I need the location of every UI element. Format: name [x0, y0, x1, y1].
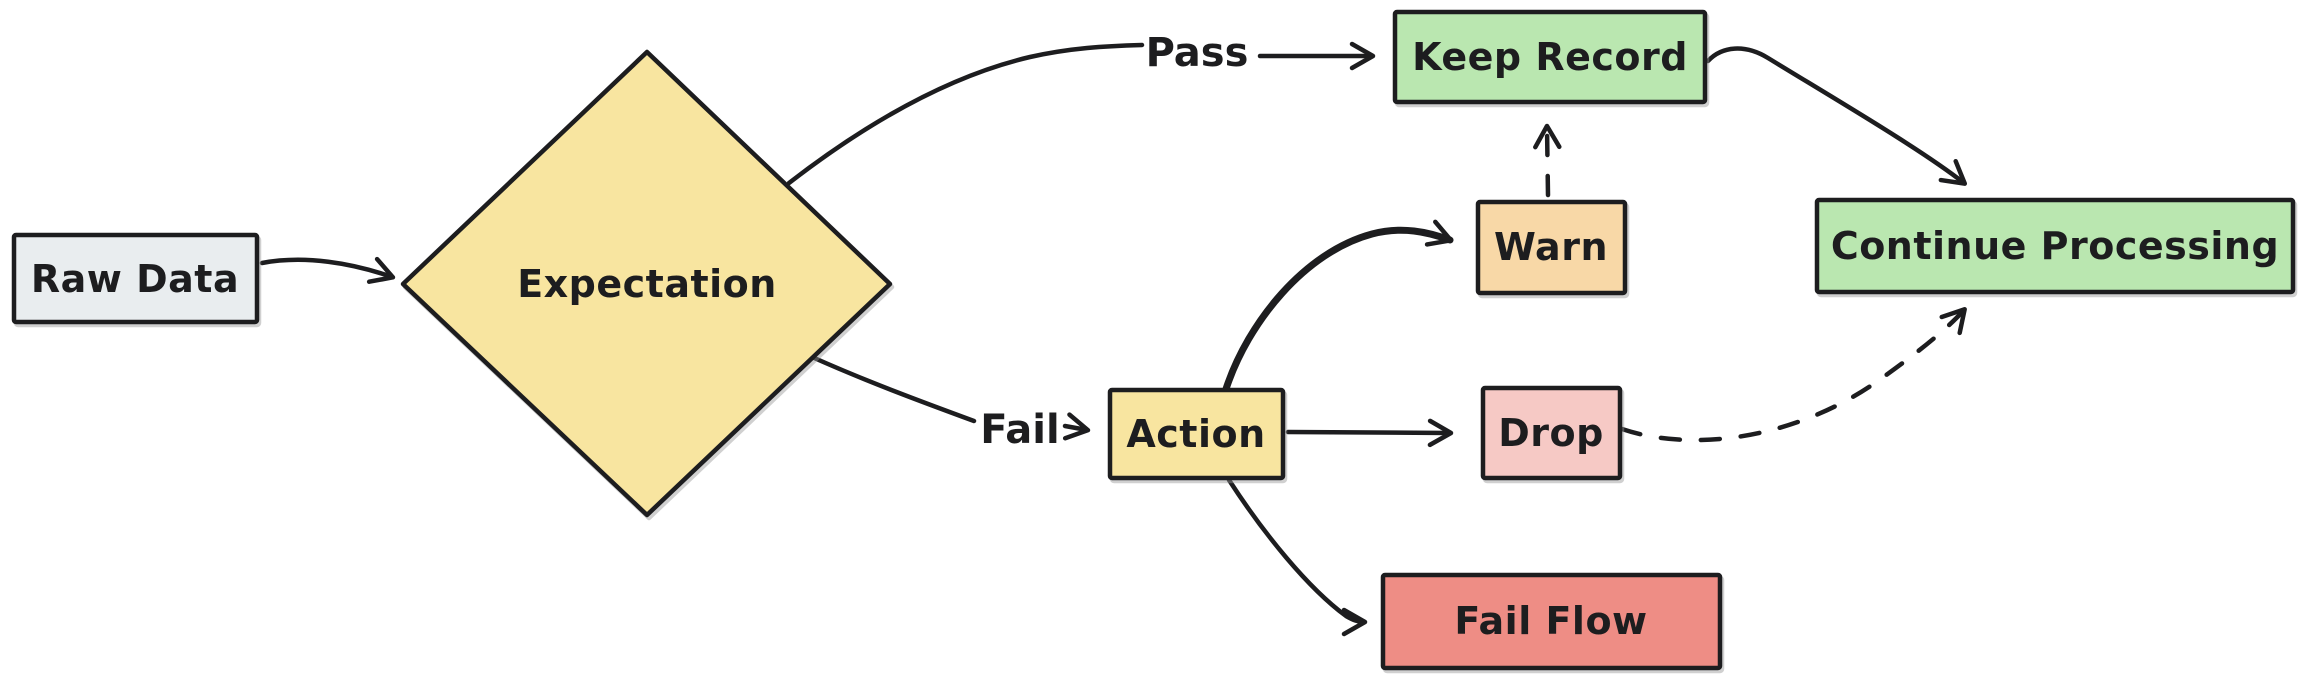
node-raw-data: Raw Data — [11, 232, 260, 325]
edge-expectation-to-keep-record-segment — [786, 42, 1145, 186]
node-continue-processing-label: Continue Processing — [1831, 224, 2279, 268]
edges-layer: Pass Fail — [259, 30, 1968, 637]
node-fail-flow: Fail Flow — [1380, 572, 1723, 671]
node-raw-data-label: Raw Data — [31, 257, 239, 301]
nodes-layer: Raw Data Expectation Keep Record Warn Ac… — [11, 9, 2296, 671]
edge-drop-to-continue-processing — [1619, 307, 1967, 443]
node-fail-flow-box — [1380, 572, 1723, 671]
node-warn-label: Warn — [1494, 225, 1608, 269]
edge-action-to-drop — [1285, 418, 1454, 448]
node-keep-record: Keep Record — [1392, 9, 1708, 105]
node-drop: Drop — [1480, 385, 1623, 481]
node-keep-record-box — [1392, 9, 1708, 105]
node-warn: Warn — [1475, 199, 1628, 296]
edge-action-to-warn — [1222, 219, 1454, 393]
node-raw-data-box — [11, 232, 260, 325]
edge-expectation-to-action-segment — [809, 354, 977, 424]
node-keep-record-label: Keep Record — [1412, 35, 1688, 79]
node-action-label: Action — [1126, 412, 1265, 456]
edge-label-pass: Pass — [1146, 30, 1249, 76]
edge-label-fail: Fail — [980, 407, 1059, 453]
edge-expectation-to-action-arrow — [1062, 412, 1091, 441]
node-continue-processing-box — [1814, 197, 2296, 295]
node-expectation-diamond — [400, 49, 893, 518]
edge-warn-to-keep-record — [1533, 123, 1562, 198]
edge-raw-data-to-expectation — [259, 256, 396, 284]
node-action-box — [1107, 387, 1286, 481]
node-action: Action — [1107, 387, 1286, 481]
node-continue-processing: Continue Processing — [1814, 197, 2296, 295]
node-drop-box — [1480, 385, 1623, 481]
node-expectation-label: Expectation — [517, 262, 777, 306]
node-expectation: Expectation — [400, 49, 893, 518]
node-warn-box — [1475, 199, 1628, 296]
node-drop-label: Drop — [1498, 411, 1604, 455]
node-fail-flow-label: Fail Flow — [1454, 599, 1647, 643]
edge-action-to-fail-flow — [1226, 477, 1368, 637]
edge-keep-record-to-continue-processing — [1705, 46, 1968, 186]
